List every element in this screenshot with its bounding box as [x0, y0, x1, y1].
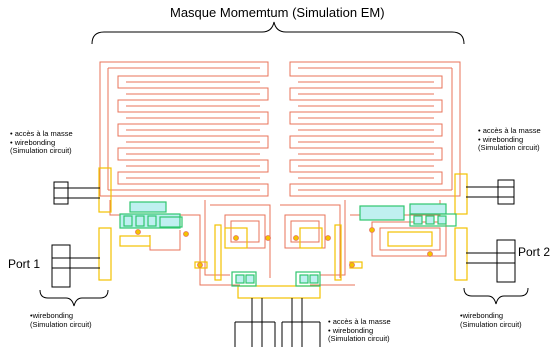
- bond-pads: [98, 167, 468, 299]
- annotation-left-bottom: •wirebonding (Simulation circuit): [30, 311, 92, 329]
- wirebond-wires: [51, 179, 516, 347]
- port-2-label: Port 2: [518, 245, 551, 259]
- annotation-bottom-center: • accès à la masse • wirebonding (Simula…: [328, 317, 391, 344]
- annotation-right-top: • accès à la masse • wirebonding (Simula…: [478, 126, 541, 153]
- left-bottom-brace: [39, 289, 109, 307]
- vias: [135, 227, 433, 268]
- annotation-right-bottom: •wirebonding (Simulation circuit): [460, 311, 522, 329]
- top-brace: [91, 21, 465, 45]
- right-bottom-brace: [463, 287, 529, 305]
- left-meander-inductor: [99, 61, 269, 197]
- right-meander-inductor: [289, 61, 461, 197]
- capacitors: [119, 201, 457, 287]
- annotation-left-top: • accès à la masse • wirebonding (Simula…: [10, 129, 73, 156]
- diagram-title: Masque Momemtum (Simulation EM): [170, 5, 385, 20]
- port-1-label: Port 1: [8, 257, 41, 271]
